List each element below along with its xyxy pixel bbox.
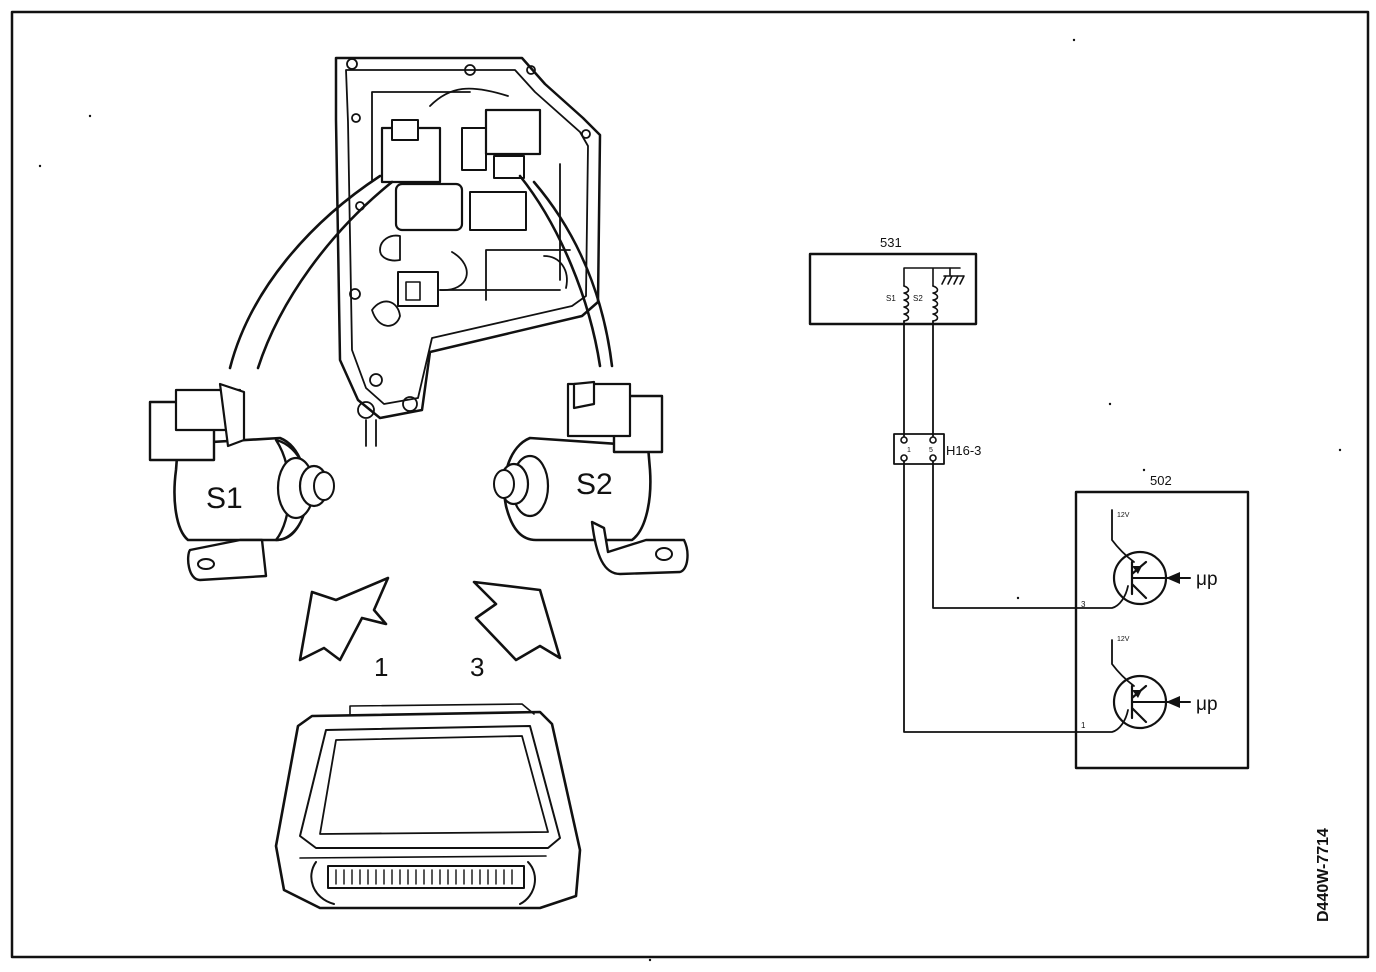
box-502 [1074,490,1250,770]
s2-label: S2 [576,468,613,501]
transistor-bottom: 12V μp 1 [1081,636,1218,730]
schematic-wires [903,320,1129,733]
transistor-top: 12V μp 3 [1081,509,1218,609]
component-502: 502 12V μp 3 12V μp 1 [1074,473,1250,770]
box-531-label: 531 [880,235,902,250]
v12-bottom-label: 12V [1117,636,1130,643]
coil-s2-label: S2 [913,294,923,303]
valve-body-illustration [334,56,602,447]
control-module-illustration [274,703,582,910]
arrow-3-label: 3 [470,652,484,682]
mu-p-bottom-label: μp [1196,694,1218,715]
arrow-1-label: 1 [374,652,388,682]
solenoid-s2: S2 [493,380,689,576]
mu-p-top-label: μp [1196,569,1218,590]
box-502-label: 502 [1150,473,1172,488]
coil-s1-label: S1 [886,294,896,303]
document-code: D440W-7714 [1315,828,1332,922]
connector-box [893,433,945,465]
ground-icon [941,267,965,285]
connector-label: H16-3 [946,443,981,458]
s1-label: S1 [206,482,243,515]
scan-specks [38,38,1342,962]
v12-top-label: 12V [1117,512,1130,519]
connector-h16-3: 1 5 H16-3 [893,433,981,465]
arrow-1: 1 [298,576,390,682]
pin-502-3-label: 3 [1081,600,1086,609]
arrow-3: 3 [470,580,562,682]
page-border [10,10,1370,959]
solenoid-s1: S1 [148,382,335,582]
component-531: 531 S1 S2 [808,235,978,326]
pin-1-label: 1 [907,447,911,454]
pin-5-label: 5 [929,447,933,454]
solenoid-wires [228,174,614,370]
box-531 [808,252,978,326]
pin-502-1-label: 1 [1081,721,1086,730]
